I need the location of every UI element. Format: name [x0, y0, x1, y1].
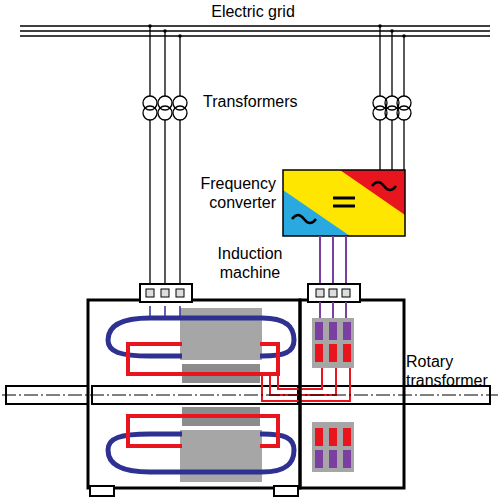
rotary-core-part [340, 318, 354, 368]
rotary-core-part [326, 422, 340, 472]
foot [90, 486, 114, 496]
rotary-core-part [343, 322, 351, 340]
part-label: Transformers [203, 92, 323, 111]
foot [274, 486, 298, 496]
rotary-core-part [315, 322, 323, 340]
rotary-core-part [312, 422, 326, 472]
rotary-core-part [315, 344, 323, 362]
rotary-core-part [343, 450, 351, 468]
rotary-core-part [329, 322, 337, 340]
left-transformers [143, 26, 187, 284]
rotary-transformer-housing [300, 300, 404, 488]
grid-lines [20, 26, 490, 36]
rotary-core-part [340, 422, 354, 472]
rotary-core-part [315, 450, 323, 468]
right-transformers [373, 26, 411, 170]
rotary-core-part [329, 428, 337, 446]
part-label: Frequency converter [176, 174, 276, 212]
part-label: Rotary transformer [406, 352, 498, 390]
center-line [2, 395, 498, 396]
terminal-boxes [140, 284, 360, 302]
part-label: Induction machine [200, 244, 300, 282]
converter-wires [320, 236, 346, 286]
rotary-core-part [329, 344, 337, 362]
rotary-core-part [312, 318, 326, 368]
rotary-core-part [326, 318, 340, 368]
rotary-core-part [343, 344, 351, 362]
rotary-core-part [343, 428, 351, 446]
stator-core-face [182, 430, 260, 448]
rotary-core-part [315, 428, 323, 446]
stator-core-face [182, 342, 260, 360]
machine-housing [88, 300, 300, 488]
rotary-core-part [329, 450, 337, 468]
grid-taps [148, 24, 406, 38]
stator-leads [150, 306, 180, 318]
rotary-stator-leads [320, 302, 346, 318]
frequency-converter [283, 170, 405, 236]
grid-label: Electric grid [2, 2, 502, 21]
